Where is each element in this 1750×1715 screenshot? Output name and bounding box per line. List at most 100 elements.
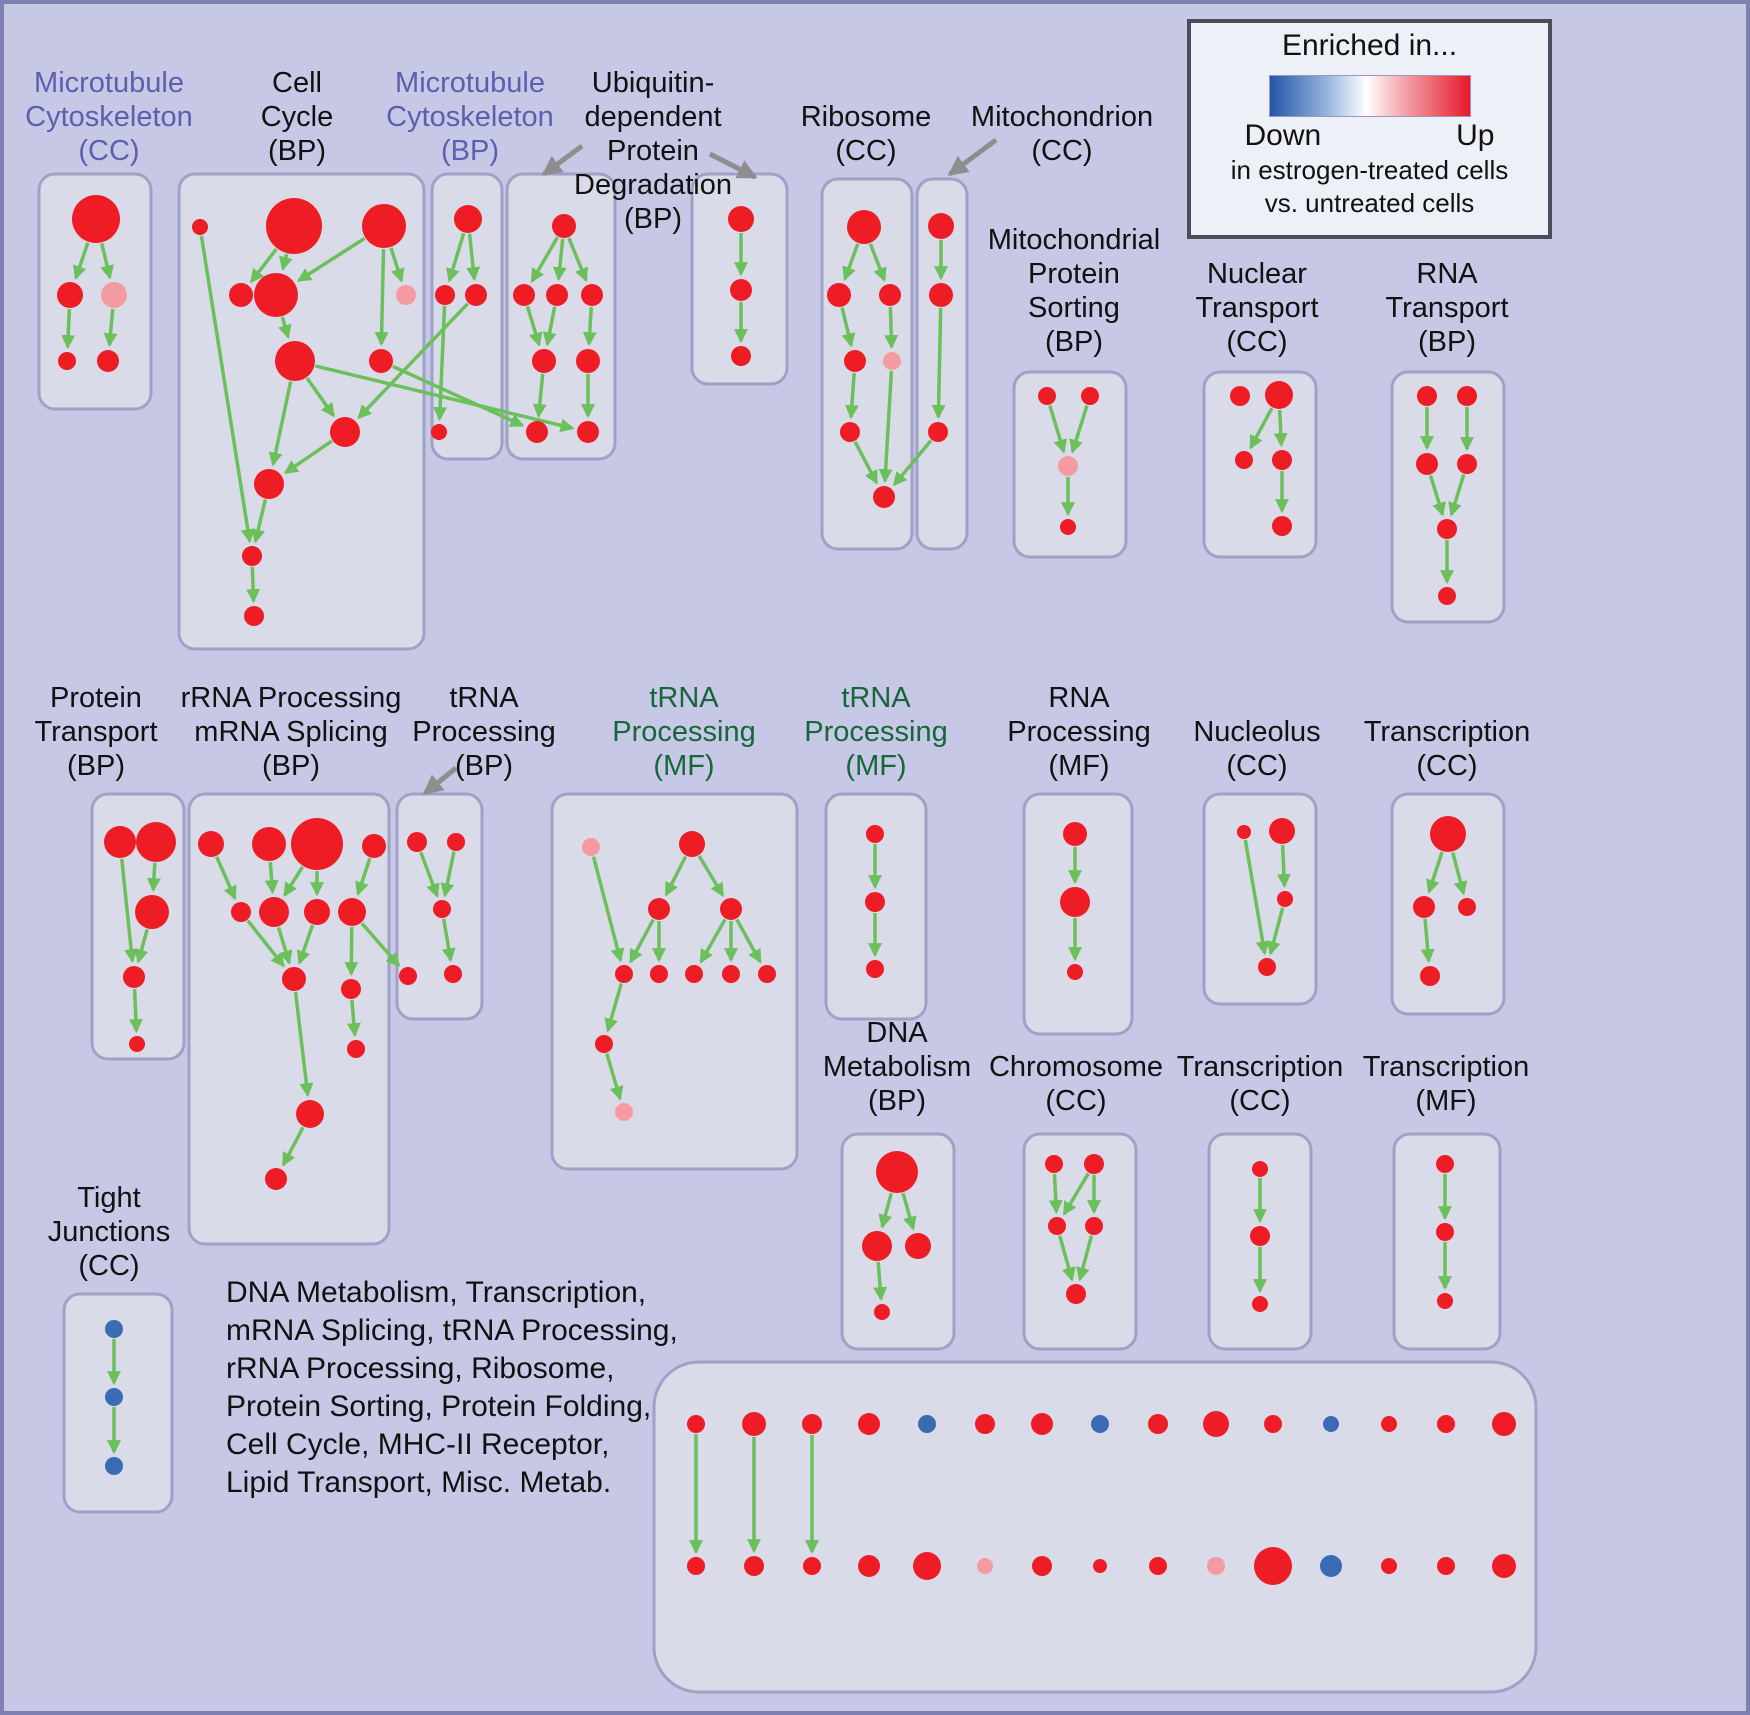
go-term-node-t3: [1252, 1296, 1268, 1312]
go-term-node-d1b: [513, 284, 535, 306]
edge-d1c-d1e: [542, 306, 557, 347]
edge-a1-a3: [100, 242, 114, 280]
go-term-node-k4: [362, 834, 386, 858]
go-term-node-d1d: [581, 284, 603, 306]
go-term-node-xb5: [913, 1552, 941, 1580]
edge-r1-r3: [901, 1192, 917, 1231]
go-term-node-b6: [396, 285, 416, 305]
go-term-node-a1: [72, 195, 120, 243]
go-term-node-m9: [758, 965, 776, 983]
go-term-node-i1: [1417, 386, 1437, 406]
cluster-box-dna-metabolism-bp: [840, 1132, 956, 1351]
go-term-node-d2c: [731, 346, 751, 366]
go-term-node-t2: [1250, 1226, 1270, 1246]
go-term-node-n2: [865, 892, 885, 912]
nodes-layer: [57, 195, 1516, 1585]
edge-c1-c3: [466, 233, 481, 282]
go-term-node-r3: [905, 1233, 931, 1259]
edge-q1-q2: [1426, 851, 1444, 894]
edge-m3-m5: [629, 918, 655, 964]
edge-d1a-d1b: [530, 236, 559, 283]
go-term-node-xt3: [802, 1414, 822, 1434]
go-term-node-xb14: [1437, 1557, 1455, 1575]
go-term-node-xt14: [1437, 1415, 1455, 1433]
go-term-node-xb12: [1320, 1555, 1342, 1577]
go-term-node-r4: [874, 1304, 890, 1320]
go-term-node-a4: [58, 352, 76, 370]
go-term-node-xb13: [1381, 1558, 1397, 1574]
edge-m2-m3: [664, 855, 688, 897]
cluster-label-nucleolus-cc: Nucleolus(CC): [1193, 716, 1320, 782]
legend-gradient-bar: [1268, 75, 1471, 117]
go-term-node-g4: [1060, 519, 1076, 535]
go-term-node-c3: [465, 284, 487, 306]
edge-d1d-d1f: [582, 306, 597, 347]
edge-b3-b8: [374, 248, 389, 347]
edge-i4-i5: [1448, 473, 1466, 517]
go-term-node-h4: [1272, 450, 1292, 470]
go-term-node-d1f: [576, 349, 600, 373]
edge-b11-b12: [246, 566, 261, 604]
edge-f2-f3: [931, 307, 946, 420]
go-term-node-f2: [929, 283, 953, 307]
edge-e6-e7: [853, 440, 879, 485]
go-term-node-xb7: [1032, 1556, 1052, 1576]
edge-d1e-d1g: [532, 373, 547, 419]
go-term-node-c1: [454, 205, 482, 233]
edge-a1-a2: [73, 242, 90, 280]
edge-h2-h3: [1249, 407, 1274, 450]
go-term-node-k11: [347, 1040, 365, 1058]
go-term-node-e2: [827, 283, 851, 307]
edge-c2-c4: [433, 305, 448, 422]
go-term-node-u1: [1436, 1155, 1454, 1173]
go-term-node-xt1: [687, 1415, 705, 1433]
edge-l2-l3: [440, 851, 456, 898]
go-term-node-q4: [1420, 966, 1440, 986]
edge-r2-r4: [873, 1261, 888, 1302]
edge-b7-b10: [268, 381, 293, 467]
go-term-node-s4: [1085, 1217, 1103, 1235]
go-term-node-m2: [679, 831, 705, 857]
shared-terms-note: DNA Metabolism, Transcription,mRNA Splic…: [226, 1276, 678, 1499]
go-term-node-g3: [1058, 456, 1078, 476]
go-term-node-k10: [341, 979, 361, 999]
go-term-node-xb3: [803, 1557, 821, 1575]
edge-i3-i5: [1428, 474, 1446, 517]
legend-caption-line2: vs. untreated cells: [1264, 188, 1475, 218]
cluster-box-nucleolus-cc: [1202, 792, 1318, 1006]
edge-k8-l5: [360, 922, 401, 968]
edge-k3-k6: [283, 865, 305, 897]
edge-k7-k9: [296, 924, 315, 965]
go-term-node-s1: [1045, 1155, 1063, 1173]
cluster-box-misc-shared-terms: [652, 1360, 1538, 1694]
go-term-node-f3: [928, 422, 948, 442]
edge-b10-b11: [251, 499, 268, 544]
go-term-node-k12: [296, 1100, 324, 1128]
go-term-node-k8: [338, 898, 366, 926]
cluster-box-rna-transport-bp: [1390, 370, 1506, 624]
go-term-node-q3: [1458, 898, 1476, 916]
edge-b7-d1h: [314, 364, 575, 433]
edge-b1-b11: [199, 235, 255, 544]
go-term-node-b5: [254, 273, 298, 317]
go-term-node-o2: [1060, 887, 1090, 917]
go-term-node-j1: [104, 826, 136, 858]
go-term-node-s5: [1066, 1284, 1086, 1304]
cluster-box-transcription-mf: [1392, 1132, 1502, 1351]
edge-b9-b10: [283, 439, 333, 475]
go-term-node-m6: [650, 965, 668, 983]
go-term-node-g1: [1038, 387, 1056, 405]
edge-s2-s3: [1062, 1172, 1090, 1216]
go-term-node-xb15: [1492, 1554, 1516, 1578]
go-term-node-q2: [1413, 896, 1435, 918]
edge-q2-q4: [1420, 918, 1435, 964]
go-term-node-c4: [431, 424, 447, 440]
go-term-node-b10: [254, 469, 284, 499]
edge-g1-g3: [1048, 405, 1067, 454]
edge-s4-s5: [1076, 1235, 1094, 1282]
